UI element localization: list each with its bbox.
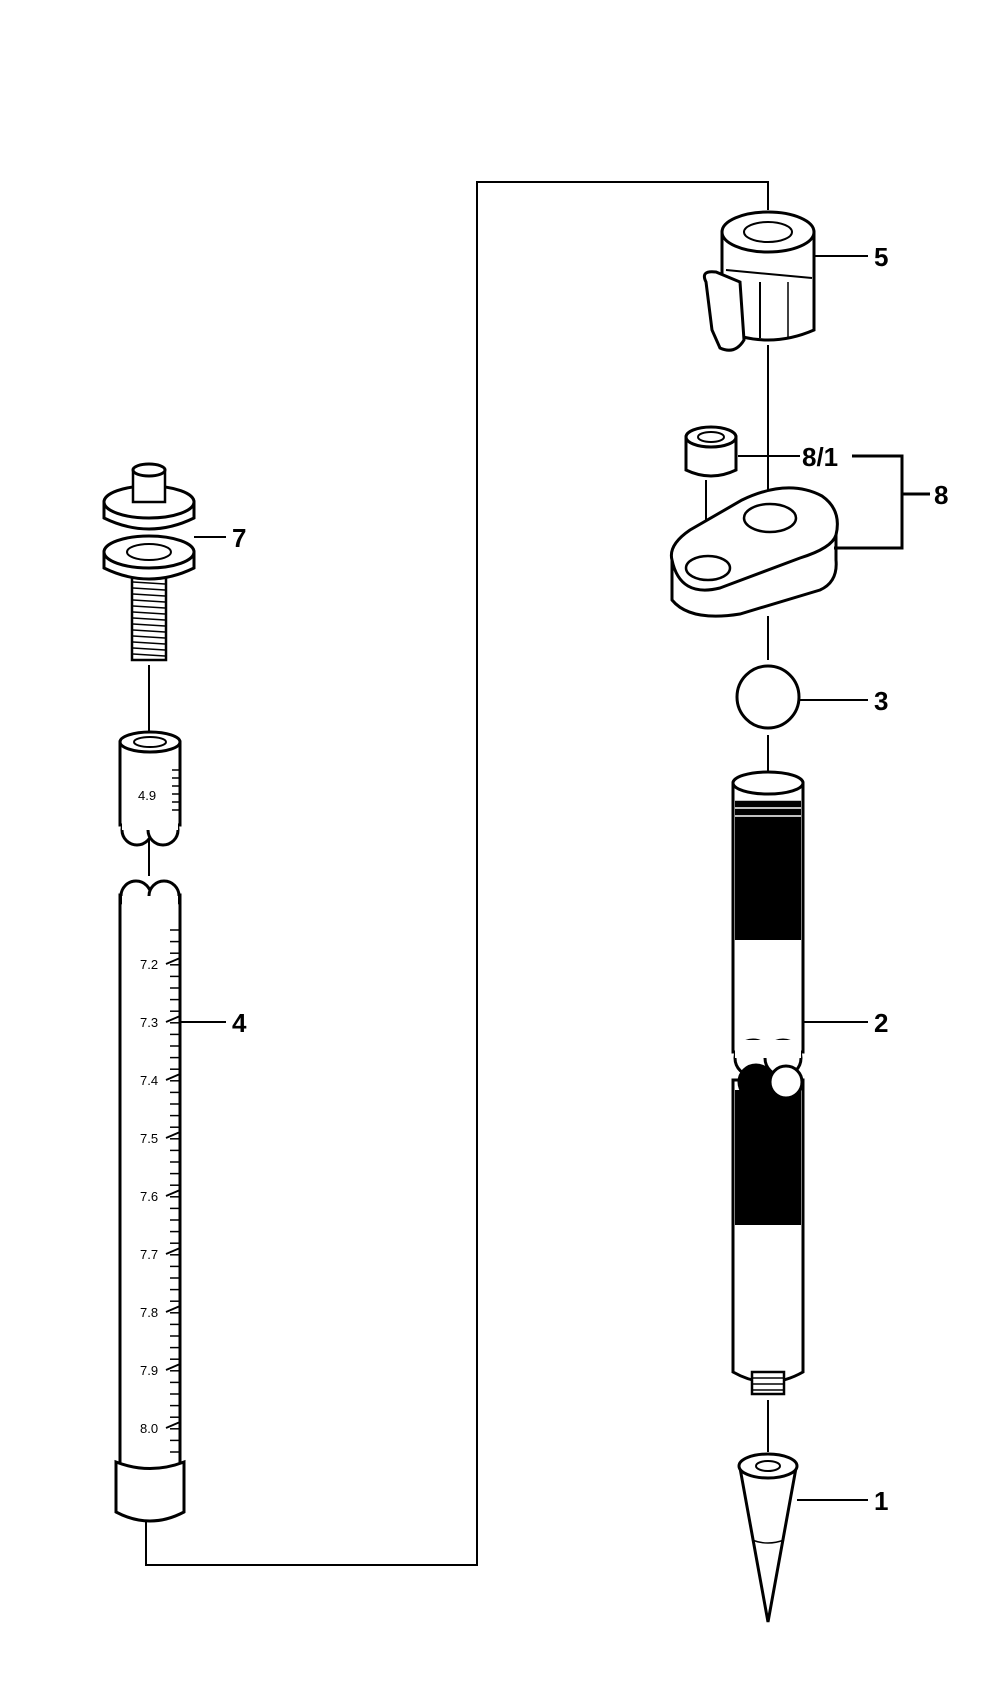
callout-2: 2: [874, 1008, 888, 1038]
scale-label-long: 7.4: [140, 1073, 158, 1088]
bolt-thread-line: [132, 599, 166, 603]
bolt-thread-line: [132, 623, 166, 627]
bolt-thread-line: [132, 653, 166, 657]
part-3-ball: [735, 664, 801, 730]
bolt-thread-line: [132, 581, 166, 585]
bolt-thread-line: [132, 605, 166, 609]
alignment-lines: [148, 345, 769, 1452]
part-4-measuring-rod-short: 4.9: [118, 730, 182, 847]
scale-major-tick: [165, 1189, 181, 1197]
bolt-thread-line: [132, 647, 166, 651]
callout-1: 1: [874, 1486, 888, 1516]
scale-major-tick: [165, 1363, 181, 1371]
callout-4: 4: [232, 1008, 247, 1038]
scale-major-tick: [165, 957, 181, 965]
scale-label-long: 7.7: [140, 1247, 158, 1262]
scale-label-long: 7.3: [140, 1015, 158, 1030]
bolt-thread-line: [132, 629, 166, 633]
scale-major-tick: [165, 1305, 181, 1313]
bolt-thread-line: [132, 587, 166, 591]
part-2-rod-upper: [731, 770, 805, 1078]
part-4-measuring-rod-long: 7.2 7.3 7.4 7.5 7.6 7.7 7.8 7.9 8.0: [114, 879, 186, 1523]
scale-label-long: 7.6: [140, 1189, 158, 1204]
callout-8: 8: [934, 480, 948, 510]
part-8-1-sleeve: [684, 425, 738, 478]
bolt-thread-line: [132, 635, 166, 639]
assembly-connector-line: [145, 181, 769, 1566]
part-8-bracket-block: [669, 486, 839, 618]
scale-label-long: 7.9: [140, 1363, 158, 1378]
bolt-thread-line: [132, 617, 166, 621]
scale-label-long: 7.5: [140, 1131, 158, 1146]
part-7-threaded-bolt: [102, 462, 196, 662]
part-1-spike-tip: [737, 1452, 799, 1623]
scale-label-small: 4.9: [138, 788, 156, 803]
leader-lines: [180, 255, 930, 1501]
scale-label-long: 8.0: [140, 1421, 158, 1436]
scale-label-long: 7.2: [140, 957, 158, 972]
scale-major-tick: [165, 1421, 181, 1429]
bolt-thread-line: [132, 641, 166, 645]
scale-major-tick: [165, 1247, 181, 1255]
bolt-thread-line: [132, 611, 166, 615]
callout-5: 5: [874, 242, 888, 272]
scale-label-long: 7.8: [140, 1305, 158, 1320]
callout-3: 3: [874, 686, 888, 716]
scale-major-tick: [165, 1015, 181, 1023]
callout-8-1: 8/1: [802, 442, 838, 472]
bolt-thread-line: [132, 593, 166, 597]
part-5-clamp-head: [702, 210, 816, 352]
scale-major-tick: [165, 1131, 181, 1139]
scale-major-tick: [165, 1073, 181, 1081]
part-2-rod-lower: [731, 1063, 805, 1396]
callout-7: 7: [232, 523, 246, 553]
